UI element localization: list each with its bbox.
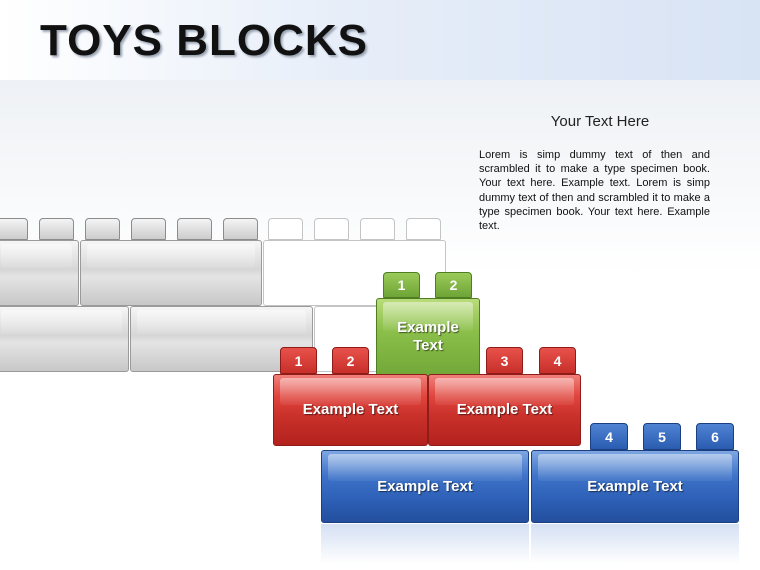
outline-stud [406,218,441,240]
green-stud: 2 [435,272,472,298]
blue-stud: 4 [590,423,628,450]
text-panel-heading: Your Text Here [550,113,650,130]
blue-stud: 5 [643,423,681,450]
stud-number: 5 [658,428,666,445]
title-bar [0,0,760,80]
red-block: Example Text [428,374,581,446]
blue-block-reflection [321,524,529,564]
grey-block [80,240,262,306]
blue-block: Example Text [321,450,529,523]
green-block: Example Text [376,298,480,376]
red-stud: 1 [280,347,317,374]
grey-stud [223,218,258,240]
grey-stud [39,218,74,240]
stud-number: 4 [605,428,613,445]
red-stud: 3 [486,347,523,374]
slide-title: TOYS BLOCKS [40,16,369,65]
stud-number: 1 [294,352,303,369]
grey-block [0,240,79,306]
stud-number: 1 [397,277,406,293]
outline-stud [360,218,395,240]
red-block-label: Example Text [302,401,399,418]
stud-number: 6 [711,428,719,445]
green-block-label: Example Text [397,319,459,354]
red-stud: 2 [332,347,369,374]
text-panel-body: Lorem is simp dummy text of then and scr… [479,149,710,233]
stud-number: 2 [449,277,458,293]
grey-stud [85,218,120,240]
red-block: Example Text [273,374,428,446]
green-stud: 1 [383,272,420,298]
grey-block [0,306,129,372]
blue-stud: 6 [696,423,734,450]
red-stud: 4 [539,347,576,374]
grey-stud [0,218,28,240]
stud-number: 3 [500,352,509,369]
red-block-label: Example Text [456,401,553,418]
blue-block-label: Example Text [377,477,473,495]
outline-stud [268,218,303,240]
blue-block: Example Text [531,450,739,523]
grey-stud [177,218,212,240]
outline-stud [314,218,349,240]
blue-block-reflection [531,524,739,564]
stud-number: 4 [553,352,562,369]
grey-stud [131,218,166,240]
blue-block-label: Example Text [587,477,683,495]
stud-number: 2 [346,352,355,369]
